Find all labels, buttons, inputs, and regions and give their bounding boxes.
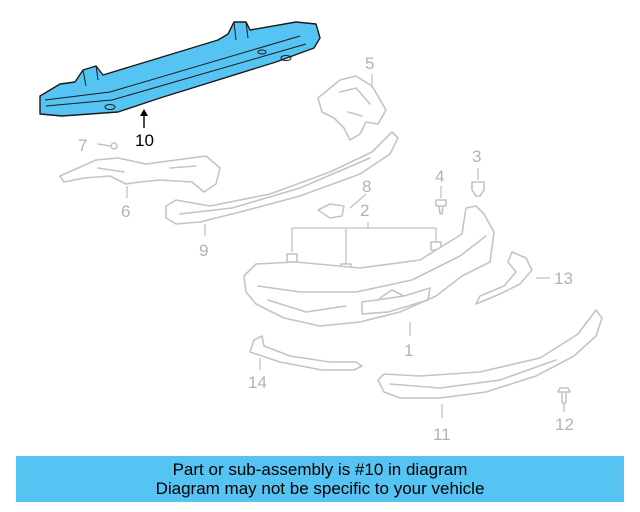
callout-13[interactable]: 13 — [554, 269, 573, 288]
callout-6[interactable]: 6 — [121, 202, 130, 221]
part-10-impact-bar[interactable] — [39, 21, 321, 117]
part-11-valance[interactable] — [377, 309, 603, 399]
info-banner: Part or sub-assembly is #10 in diagram D… — [16, 456, 624, 502]
part-7-bolt[interactable] — [97, 142, 118, 150]
parts-diagram: 10 5 7 6 9 8 2 4 — [39, 21, 603, 444]
callout-1[interactable]: 1 — [404, 341, 413, 360]
part-9-energy-absorber[interactable] — [165, 131, 399, 225]
part-14-molding[interactable] — [249, 335, 363, 371]
part-13-molding[interactable] — [475, 251, 533, 305]
callout-2[interactable]: 2 — [360, 201, 369, 220]
part-4-screw[interactable] — [435, 199, 447, 215]
part-12-push-pin[interactable] — [557, 387, 571, 405]
part-1-bumper-cover[interactable] — [243, 205, 495, 327]
callout-8[interactable]: 8 — [362, 177, 371, 196]
callout-4[interactable]: 4 — [435, 167, 444, 186]
part-5-bracket[interactable] — [317, 75, 387, 141]
callout-7[interactable]: 7 — [78, 136, 87, 155]
callout-9[interactable]: 9 — [199, 241, 208, 260]
callout-11[interactable]: 11 — [433, 425, 451, 444]
banner-part-note: Part or sub-assembly is #10 in diagram — [172, 460, 468, 479]
leader-10-arrow — [140, 109, 148, 116]
callout-12[interactable]: 12 — [555, 415, 574, 434]
part-6-bracket[interactable] — [59, 155, 221, 193]
callout-14[interactable]: 14 — [248, 373, 267, 392]
callout-10[interactable]: 10 — [135, 131, 154, 150]
callout-3[interactable]: 3 — [472, 147, 481, 166]
part-3-nut[interactable] — [471, 181, 485, 197]
callout-5[interactable]: 5 — [365, 54, 374, 73]
banner-disclaimer: Diagram may not be specific to your vehi… — [155, 479, 485, 498]
part-8-clip[interactable] — [317, 203, 345, 219]
